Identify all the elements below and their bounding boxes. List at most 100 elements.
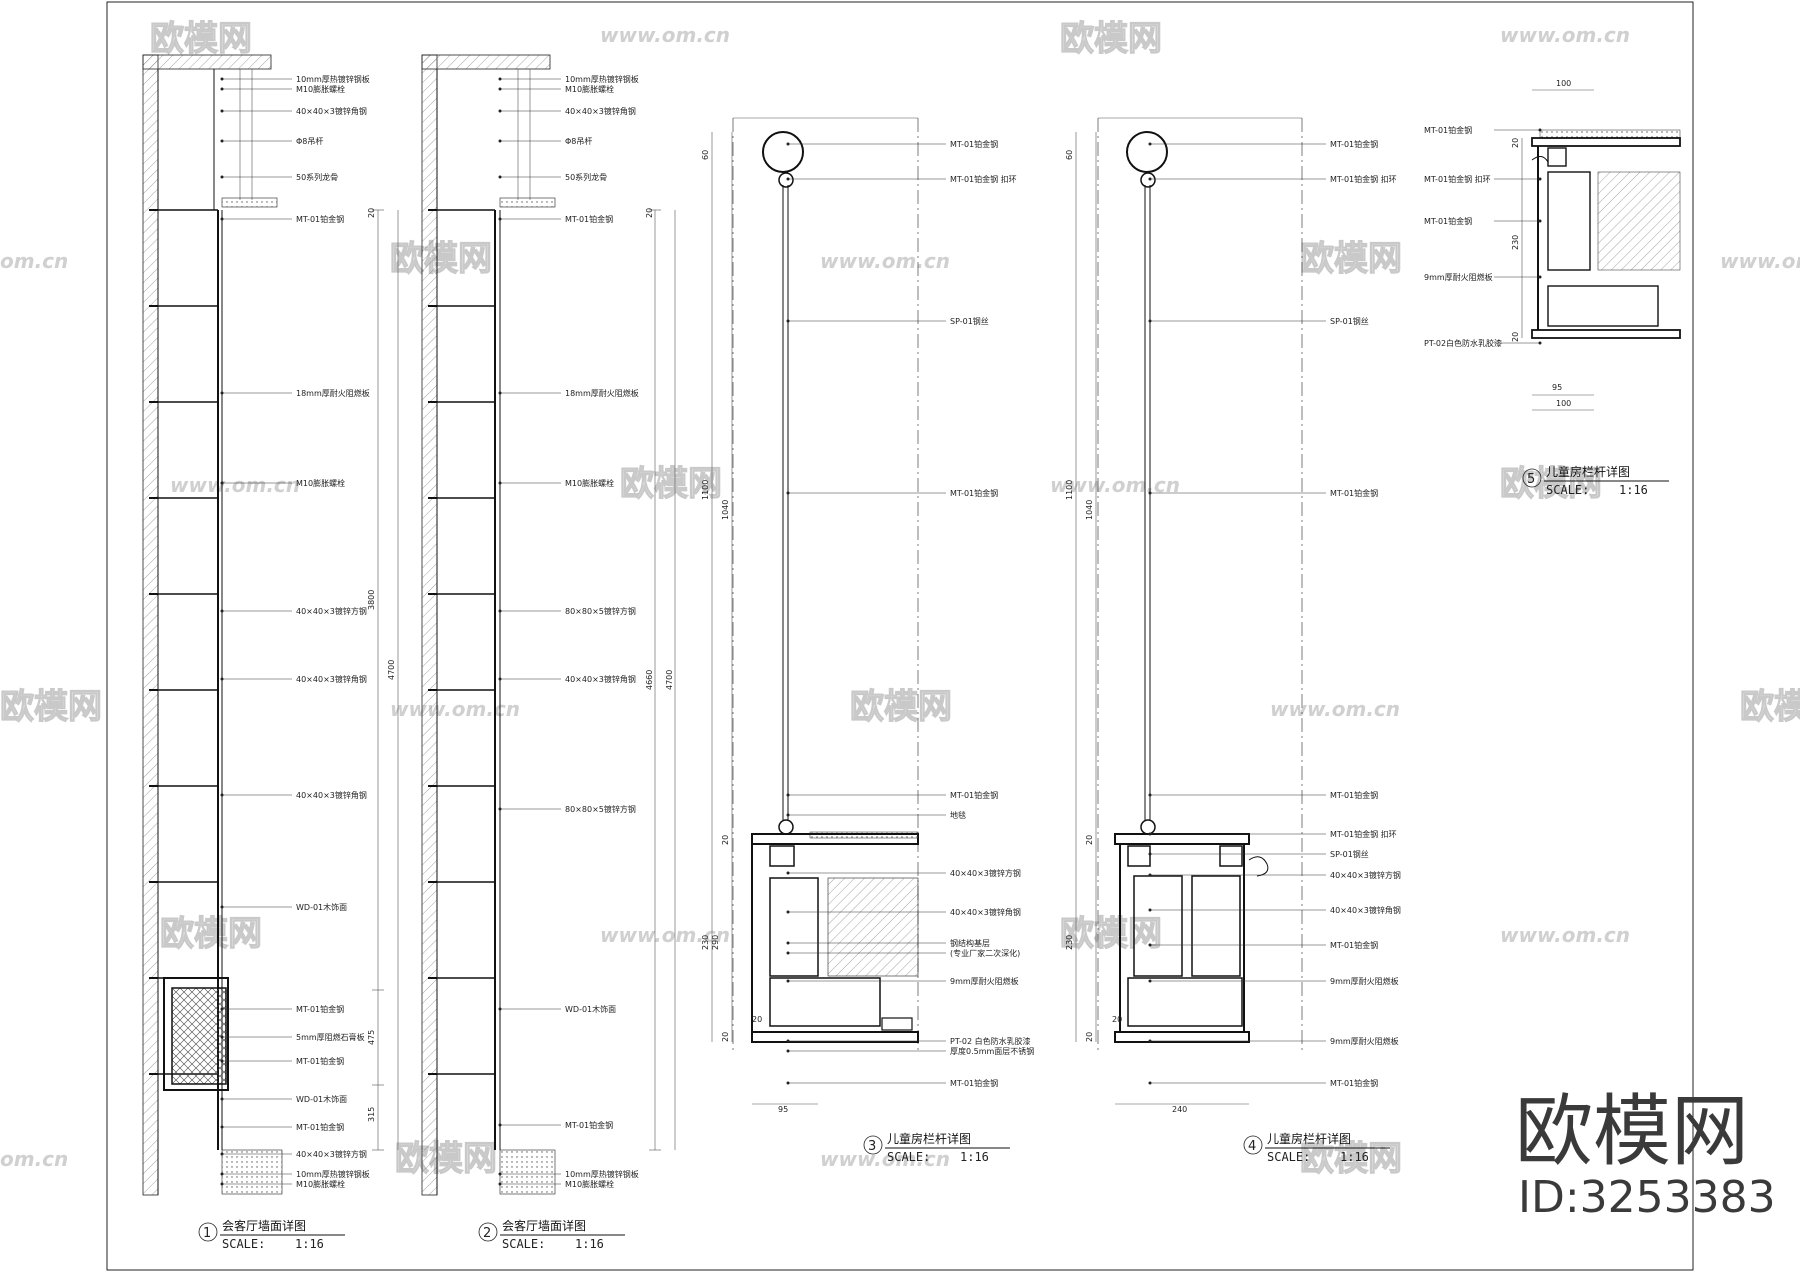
dim-label: 1100 [1065,480,1074,500]
watermark-url: www.om.cn [820,1147,950,1171]
material-note: 40×40×3镀锌角钢 [565,106,636,116]
material-note: 9mm厚耐火阻燃板 [1424,272,1493,282]
scale-label: SCALE: [1267,1150,1310,1164]
material-note: MT-01铂金钢 扣环 [950,174,1017,184]
dim-label: 315 [367,1107,376,1122]
watermark-url: www.om.cn [1720,249,1800,273]
base-plate [1531,329,1681,339]
material-note: MT-01铂金钢 [1424,216,1472,226]
material-note: MT-01铂金钢 [1330,790,1378,800]
dim-label: 4700 [665,670,674,690]
material-note: MT-01铂金钢 [950,139,998,149]
ceiling-slab [421,54,551,70]
frame-studs [428,209,495,1075]
detail-title: 儿童房栏杆详图 [887,1131,971,1146]
floor-finish [499,1149,556,1195]
material-note: 80×80×5镀锌方钢 [565,606,636,616]
scale-value: 1:16 [1619,483,1648,497]
dim-label: 20 [721,835,730,845]
annotation-leaders [498,77,561,1186]
material-note: 9mm厚耐火阻燃板 [1330,1036,1399,1046]
handrail-tube [762,131,804,173]
detail-title: 会客厅墙面详图 [502,1218,586,1233]
watermark-url: www.om.cn [390,697,520,721]
scale-value: 1:16 [1340,1150,1369,1164]
material-note: MT-01铂金钢 扣环 [1424,174,1491,184]
material-note: 18mm厚耐火阻燃板 [296,388,370,398]
material-note: MT-01铂金钢 [296,214,344,224]
material-note: M10膨胀螺栓 [296,84,345,94]
material-note: SP-01钢丝 [1330,316,1369,326]
dim-label: 20 [1085,1032,1094,1042]
detail-3: 60 1100 1040 20 230 290 20 20 95 MT-01铂金… [701,117,1034,1164]
material-note: M10膨胀螺栓 [565,478,614,488]
material-note: PT-02白色防水乳胶漆 [1424,338,1502,348]
material-note: 40×40×3镀锌方钢 [1330,870,1401,880]
watermark-url: www.om.cn [1500,23,1630,47]
material-note: MT-01铂金钢 [950,790,998,800]
dim-label: 230 [1065,935,1074,950]
scale-label: SCALE: [1546,483,1589,497]
material-note: SP-01钢丝 [950,316,989,326]
handrail-tube [1126,131,1168,173]
material-note: MT-01铂金钢 [1330,139,1378,149]
dim-label: 20 [721,1032,730,1042]
dim-label: 20 [1511,138,1520,148]
material-note: 10mm厚热镀锌钢板 [296,74,370,84]
material-note: 40×40×3镀锌角钢 [296,674,367,684]
dim-label: 60 [701,150,710,160]
material-note: WD-01木饰面 [296,902,347,912]
material-note: MT-01铂金钢 扣环 [1330,829,1397,839]
detail-number: 2 [483,1226,491,1241]
material-note: 10mm厚热镀锌钢板 [296,1169,370,1179]
watermark-layer: 欧模网 欧模网 欧模网 欧模网 欧模网 欧模网 欧模网 欧模网 欧模网 欧模网 … [0,18,1800,1179]
dim-label: 230 [1511,235,1520,250]
scale-value: 1:16 [575,1237,604,1251]
material-note: (专业厂家二次深化) [950,948,1020,958]
watermark-url: www.om.cn [1270,697,1400,721]
watermark-brand: 欧模网 [390,239,492,279]
annotation-leaders [220,77,292,1186]
material-note: 40×40×3镀锌方钢 [296,606,367,616]
dim-label: 20 [1085,835,1094,845]
scale-label: SCALE: [222,1237,265,1251]
detail-number: 4 [1248,1139,1256,1154]
dim-label: 60 [1065,150,1074,160]
material-note: MT-01铂金钢 [1330,1078,1378,1088]
material-note: WD-01木饰面 [565,1004,616,1014]
watermark-url: om.cn [0,249,68,273]
watermark-url: www.om.cn [600,23,730,47]
detail-1: 3800 4700 475 315 20 10mm厚热镀锌钢板M10膨胀螺栓40… [142,54,399,1251]
dim-label: 20 [367,208,376,218]
material-note: 5mm厚阻燃石膏板 [296,1032,365,1042]
floor-finish [221,1149,283,1195]
material-note: 40×40×3镀锌方钢 [950,868,1021,878]
base-plate [1114,1031,1250,1043]
detail-title: 儿童房栏杆详图 [1546,464,1630,479]
material-note: MT-01铂金钢 [565,214,613,224]
wall-hatch [142,54,159,1196]
material-note: 50系列龙骨 [565,172,607,182]
material-note: MT-01铂金钢 [296,1122,344,1132]
detail-title: 会客厅墙面详图 [222,1218,306,1233]
material-note: M10膨胀螺栓 [296,478,345,488]
detail-2: 4660 4700 20 10mm厚热镀锌钢板M10膨胀螺栓40×40×3镀锌角… [421,54,676,1251]
material-note: 9mm厚耐火阻燃板 [1330,976,1399,986]
watermark-brand: 欧模网 [1740,687,1800,727]
watermark-brand: 欧模网 [395,1139,497,1179]
material-note: 40×40×3镀锌角钢 [1330,905,1401,915]
material-note: MT-01铂金钢 [1330,488,1378,498]
dim-label: 20 [1511,332,1520,342]
material-note: 40×40×3镀锌角钢 [950,907,1021,917]
dim-label: 3800 [367,590,376,610]
material-note: 50系列龙骨 [296,172,338,182]
detail-number: 3 [868,1139,876,1154]
watermark-url: www.om.cn [170,473,300,497]
material-note: PT-02 白色防水乳胶漆 [950,1036,1031,1046]
material-note: Φ8吊杆 [296,136,323,146]
material-note: 40×40×3镀锌角钢 [296,790,367,800]
watermark-brand: 欧模网 [1300,1139,1402,1179]
dim-label: 95 [1552,383,1562,392]
material-note: M10膨胀螺栓 [565,1179,614,1189]
